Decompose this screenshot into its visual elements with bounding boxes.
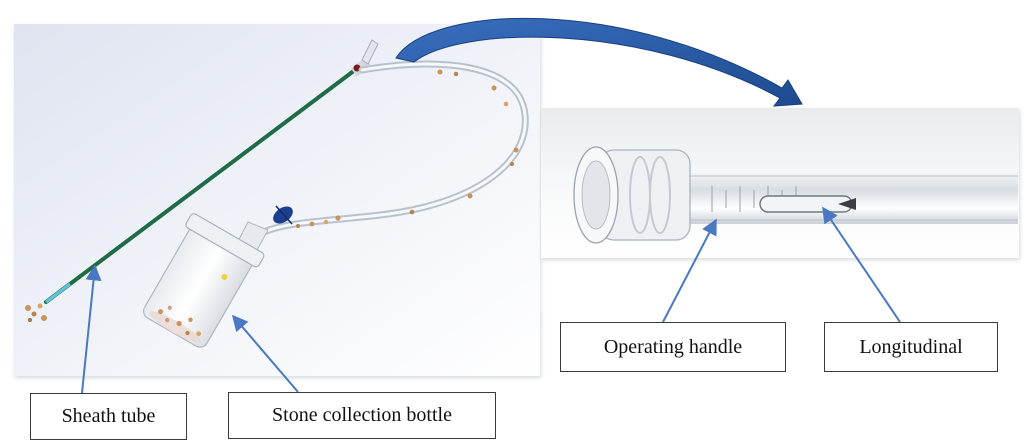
detail-photo-panel (541, 108, 1019, 258)
pointer-longitudinal (822, 206, 901, 323)
label-operating-handle-text: Operating handle (603, 335, 743, 358)
pointer-collection-bottle (231, 314, 299, 393)
pointer-sheath-tube (81, 264, 102, 394)
label-stone-collection-bottle: Stone collection bottle (228, 392, 496, 439)
label-longitudinal-text: Longitudinal (859, 335, 963, 358)
sheath-tube (44, 68, 357, 304)
pointer-operating-handle (662, 218, 717, 323)
label-stone-collection-bottle-text: Stone collection bottle (272, 404, 452, 426)
label-sheath-tube-text: Sheath tube (61, 405, 156, 427)
device-photo-panel (14, 24, 540, 376)
label-operating-handle: Operating handle (560, 322, 786, 372)
debris-cluster (25, 303, 47, 322)
collection-bottle (143, 213, 269, 348)
handle-connector (573, 146, 691, 244)
stone-fragments (296, 69, 519, 228)
magnify-arrow (395, 17, 803, 107)
label-sheath-tube: Sheath tube (30, 393, 187, 440)
label-longitudinal: Longitudinal (824, 322, 998, 372)
